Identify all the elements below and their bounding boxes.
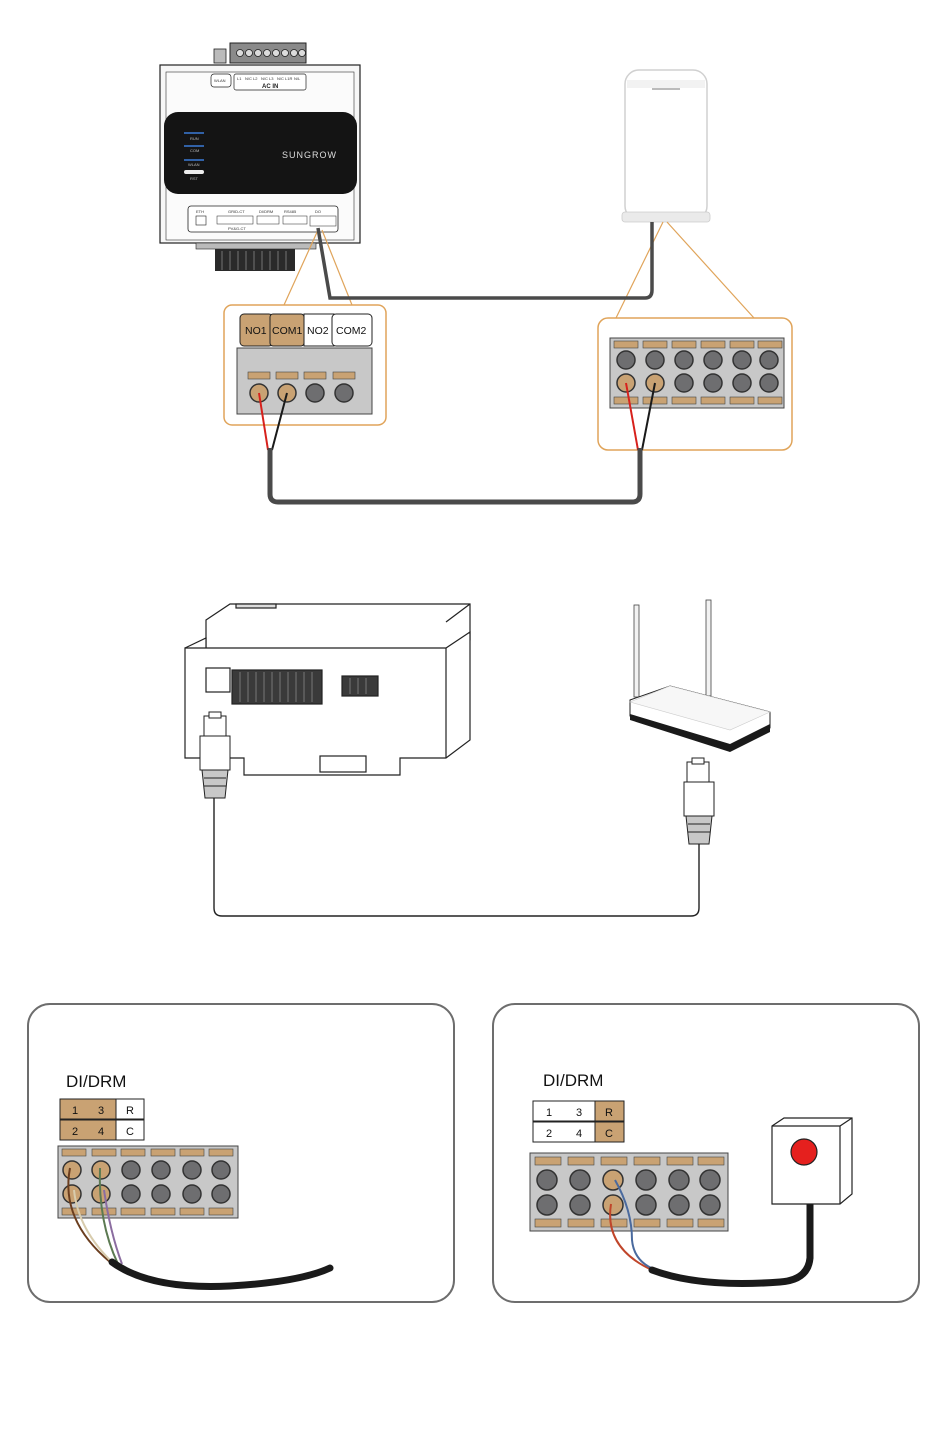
svg-text:R: R [126, 1105, 134, 1117]
router-terminal-block [610, 338, 784, 408]
ethernet-cable [214, 798, 699, 916]
rj45-plug-right-icon [684, 758, 714, 844]
svg-text:L2: L2 [253, 76, 258, 81]
svg-text:RUN: RUN [190, 136, 199, 141]
svg-text:4: 4 [98, 1126, 104, 1138]
svg-text:R: R [605, 1107, 613, 1119]
svg-text:L1: L1 [237, 76, 242, 81]
svg-text:COM2: COM2 [336, 325, 366, 337]
svg-text:DI/DRM: DI/DRM [259, 209, 273, 214]
svg-text:COM: COM [190, 148, 199, 153]
drm-left-label-grid: 1 3 R 2 4 C [60, 1099, 144, 1140]
svg-text:2: 2 [546, 1128, 552, 1140]
router-tower-icon [622, 70, 710, 222]
ac-pin-labels: L1 N/C L2 N/C L3 N/C L1R N/L [237, 76, 301, 81]
wifi-router-icon [630, 600, 770, 752]
ac-in-label: AC IN [262, 84, 278, 90]
svg-text:C: C [126, 1126, 134, 1138]
svg-text:2: 2 [72, 1126, 78, 1138]
brand-label: SUNGROW [282, 150, 337, 160]
svg-text:DO: DO [315, 209, 321, 214]
svg-text:1: 1 [72, 1105, 78, 1117]
svg-text:N/C: N/C [261, 76, 268, 81]
svg-text:COM1: COM1 [272, 325, 302, 337]
svg-text:N/C: N/C [245, 76, 252, 81]
svg-text:1: 1 [546, 1107, 552, 1119]
svg-text:ETH: ETH [196, 209, 204, 214]
drm-right-label-grid: 1 3 R 2 4 C [533, 1101, 624, 1142]
svg-text:RS485: RS485 [284, 209, 297, 214]
svg-text:GRID-CT: GRID-CT [228, 209, 245, 214]
wlan-label: WLAN [214, 78, 226, 83]
relay-terminal-block [237, 348, 372, 414]
svg-text:3: 3 [576, 1107, 582, 1119]
logger-device-icon: WLAN L1 N/C L2 N/C L3 N/C L1R N/L AC IN … [160, 43, 360, 271]
svg-text:NO2: NO2 [307, 325, 329, 337]
svg-text:PV&G-CT: PV&G-CT [228, 226, 246, 231]
svg-text:RST: RST [190, 176, 199, 181]
drm-left-title: DI/DRM [66, 1072, 126, 1091]
svg-text:N/L: N/L [294, 76, 301, 81]
relay-terminal-labels: NO1 COM1 NO2 COM2 [240, 314, 372, 346]
drm-right-title: DI/DRM [543, 1071, 603, 1090]
svg-text:NO1: NO1 [245, 325, 267, 337]
drm-left-terminal-block [58, 1146, 238, 1218]
svg-text:3: 3 [98, 1105, 104, 1117]
emergency-stop-button-icon [772, 1118, 852, 1204]
svg-text:4: 4 [576, 1128, 582, 1140]
rj45-plug-left-icon [200, 712, 230, 798]
svg-text:N/C: N/C [277, 76, 284, 81]
svg-text:WLAN: WLAN [188, 162, 200, 167]
svg-text:C: C [605, 1128, 613, 1140]
svg-text:L1R: L1R [285, 76, 292, 81]
svg-text:L3: L3 [269, 76, 274, 81]
